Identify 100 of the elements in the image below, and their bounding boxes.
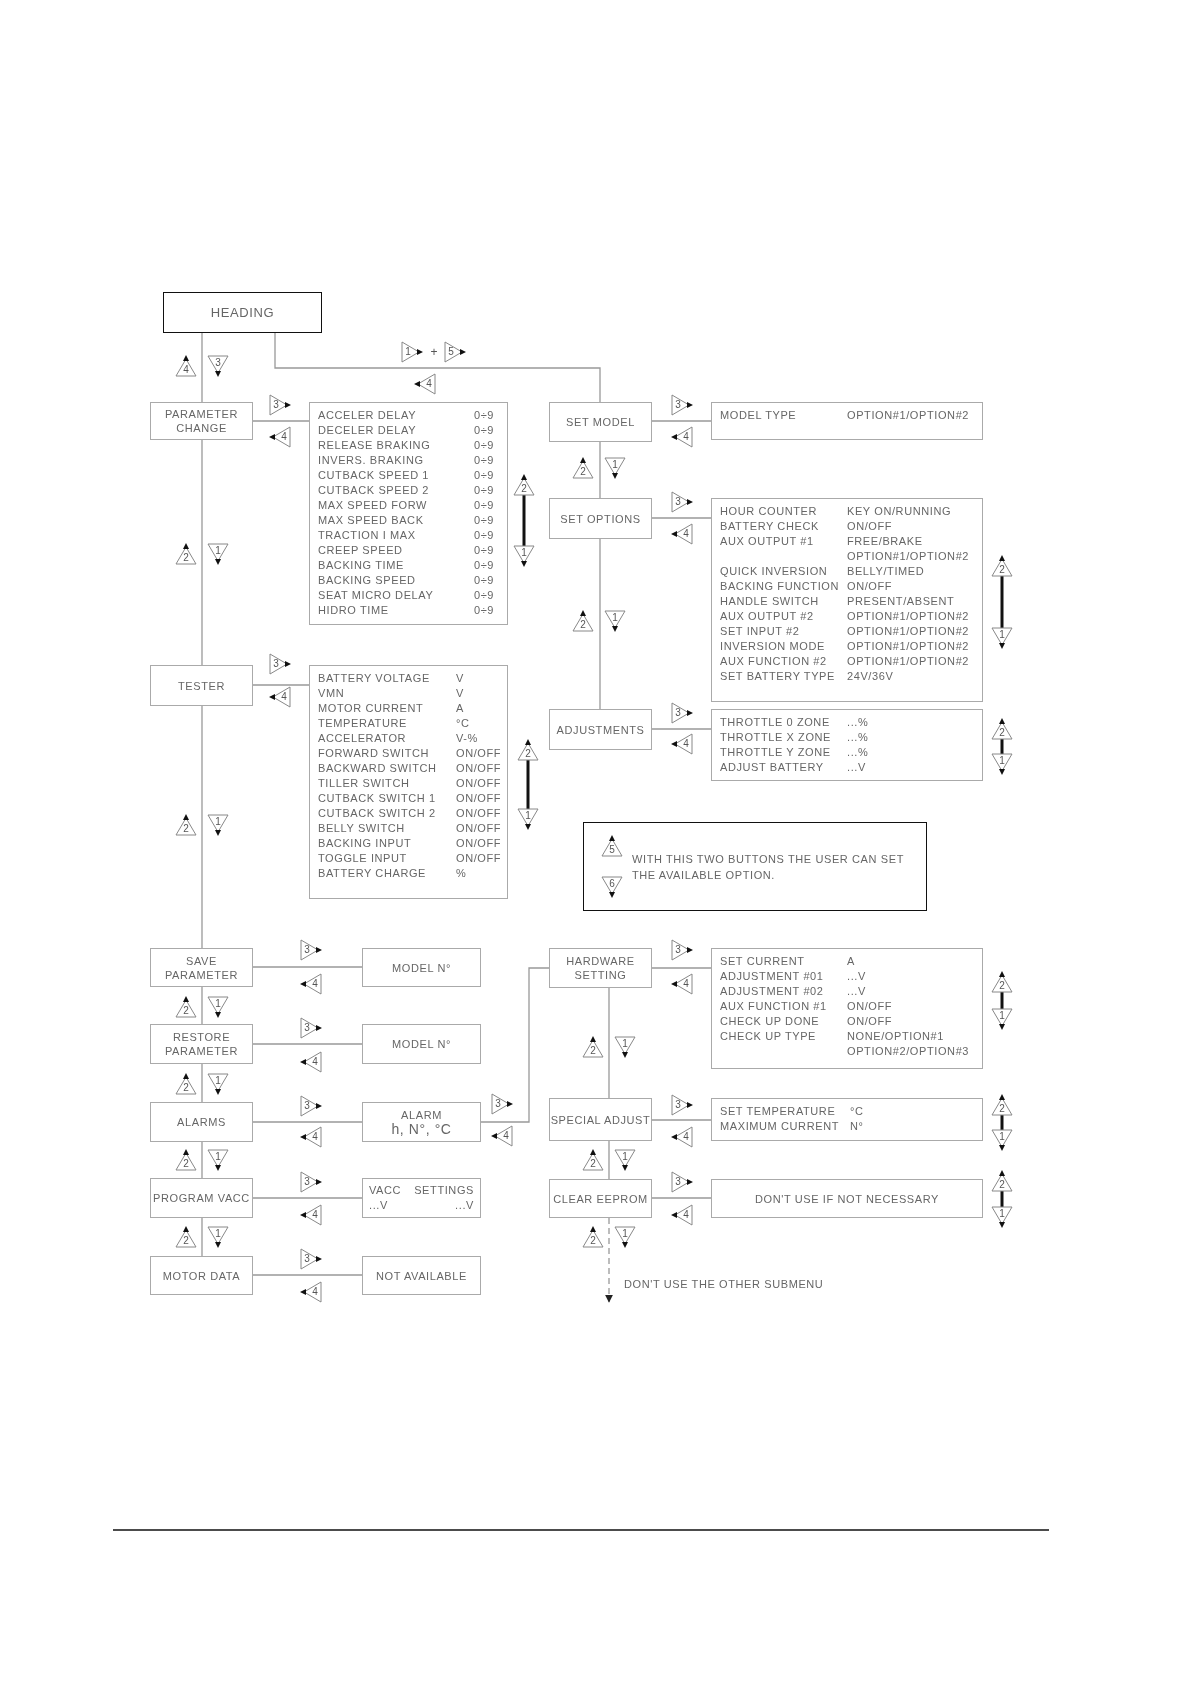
- menu-label: TESTER: [178, 678, 225, 693]
- parameter-name: QUICK INVERSION: [720, 564, 829, 579]
- parameter-value: BELLY/TIMED: [847, 564, 926, 579]
- button-symbol: 2: [513, 474, 535, 496]
- button-symbol: 3: [671, 939, 693, 961]
- menu-label: MODEL N°: [392, 960, 451, 975]
- button-symbol: 4: [671, 973, 693, 995]
- button-symbol: 2: [572, 457, 594, 479]
- plus-sign: +: [429, 344, 439, 361]
- parameter-name: THROTTLE Y ZONE: [720, 745, 832, 760]
- parameter-value: OPTION#1/OPTION#2: [847, 609, 971, 624]
- parameter-name: BACKING SPEED: [318, 573, 417, 588]
- button-symbol: 2: [991, 718, 1013, 740]
- menu-label: MODEL N°: [392, 1037, 451, 1051]
- parameter-value: ON/OFF: [456, 851, 503, 866]
- parameter-value: %: [456, 866, 468, 881]
- parameter-name: BATTERY VOLTAGE: [318, 671, 431, 686]
- parameter-value: V-%: [456, 731, 479, 746]
- parameter-value: 0÷9: [474, 498, 496, 513]
- parameter-value: 0÷9: [474, 528, 496, 543]
- connector-line: [201, 439, 203, 666]
- parameter-value: OPTION#1/OPTION#2: [847, 654, 971, 669]
- parameter-value: 0÷9: [474, 588, 496, 603]
- button-symbol: 6: [601, 876, 623, 898]
- parameter-value: PRESENT/ABSENT: [847, 594, 956, 609]
- menu-label: DON'T USE IF NOT NECESSARY: [755, 1191, 939, 1206]
- button-symbol: 4: [269, 426, 291, 448]
- menu-box: [549, 709, 652, 750]
- parameter-value: ON/OFF: [456, 836, 503, 851]
- parameter-box: [711, 1098, 983, 1141]
- button-symbol: 1: [207, 814, 229, 836]
- button-symbol: 1: [207, 1149, 229, 1171]
- settings-box: [362, 1178, 481, 1218]
- edge-label: DON'T USE THE OTHER SUBMENU: [624, 1277, 824, 1291]
- parameter-name: AUX OUTPUT #2: [720, 609, 815, 624]
- parameter-name: ACCELER DELAY: [318, 408, 418, 423]
- parameter-name: AUX FUNCTION #2: [720, 654, 828, 669]
- parameter-name: THROTTLE 0 ZONE: [720, 715, 831, 730]
- button-symbol: 2: [175, 1149, 197, 1171]
- button-symbol: 1: [614, 1036, 636, 1058]
- parameter-name: AUX OUTPUT #1: [720, 534, 815, 549]
- menu-label: ADJUSTMENTS: [556, 722, 645, 737]
- parameter-value: A: [847, 954, 856, 969]
- parameter-value: ON/OFF: [456, 776, 503, 791]
- connector-line: [201, 986, 203, 1025]
- button-symbol: 4: [414, 373, 436, 395]
- parameter-name: ADJUSTMENT #01: [720, 969, 825, 984]
- menu-box: [549, 1098, 652, 1141]
- parameter-value: ON/OFF: [456, 761, 503, 776]
- button-symbol: 2: [175, 996, 197, 1018]
- button-symbol: 4: [269, 686, 291, 708]
- parameter-value: NONE/OPTION#1 OPTION#2/OPTION#3: [847, 1029, 971, 1059]
- menu-label: NOT AVAILABLE: [376, 1268, 467, 1283]
- parameter-name: BATTERY CHECK: [720, 519, 820, 534]
- parameter-value: 0÷9: [474, 573, 496, 588]
- parameter-value: ON/OFF: [456, 746, 503, 761]
- parameter-name: ADJUST BATTERY: [720, 760, 825, 775]
- button-symbol: 4: [491, 1125, 513, 1147]
- parameter-name: HOUR COUNTER: [720, 504, 819, 519]
- menu-label: ALARMS: [177, 1115, 226, 1129]
- button-symbol: 4: [671, 1204, 693, 1226]
- parameter-name: FORWARD SWITCH: [318, 746, 431, 761]
- parameter-value: 0÷9: [474, 438, 496, 453]
- button-symbol: 1: [207, 543, 229, 565]
- parameter-name: TRACTION I MAX: [318, 528, 417, 543]
- parameter-value: ON/OFF: [456, 821, 503, 836]
- parameter-box: [711, 402, 983, 440]
- parameter-name: MAX SPEED BACK: [318, 513, 425, 528]
- parameter-name: MAXIMUM CURRENT: [720, 1119, 840, 1134]
- menu-box: [150, 1024, 253, 1064]
- connector-line: [252, 1043, 363, 1045]
- parameter-value: ON/OFF: [847, 1014, 894, 1029]
- button-symbol: 3: [207, 355, 229, 377]
- button-symbol: 1: [604, 457, 626, 479]
- parameter-name: SET BATTERY TYPE: [720, 669, 836, 684]
- parameter-value: ...V: [847, 969, 867, 984]
- connector-line: [252, 966, 363, 968]
- button-symbol: 3: [671, 491, 693, 513]
- parameter-name: INVERS. BRAKING: [318, 453, 425, 468]
- button-symbol: 4: [671, 523, 693, 545]
- menu-label: PROGRAM VACC: [153, 1191, 250, 1205]
- menu-label: MOTOR DATA: [162, 1268, 241, 1283]
- button-symbol: 4: [300, 973, 322, 995]
- parameter-name: CHECK UP DONE: [720, 1014, 821, 1029]
- menu-box: [711, 1179, 983, 1218]
- parameter-value: 0÷9: [474, 423, 496, 438]
- connector-line: [201, 1063, 203, 1103]
- parameter-name: AUX FUNCTION #1: [720, 999, 828, 1014]
- button-symbol: 4: [300, 1126, 322, 1148]
- parameter-name: ADJUSTMENT #02: [720, 984, 825, 999]
- parameter-value: 0÷9: [474, 453, 496, 468]
- parameter-value: V: [456, 671, 465, 686]
- parameter-value: V: [456, 686, 465, 701]
- button-symbol: 3: [269, 394, 291, 416]
- button-symbol: 2: [991, 971, 1013, 993]
- parameter-value: 0÷9: [474, 513, 496, 528]
- menu-box: [362, 1102, 481, 1142]
- button-symbol: 2: [175, 1226, 197, 1248]
- parameter-value: N°: [850, 1119, 865, 1134]
- menu-box: [549, 948, 652, 988]
